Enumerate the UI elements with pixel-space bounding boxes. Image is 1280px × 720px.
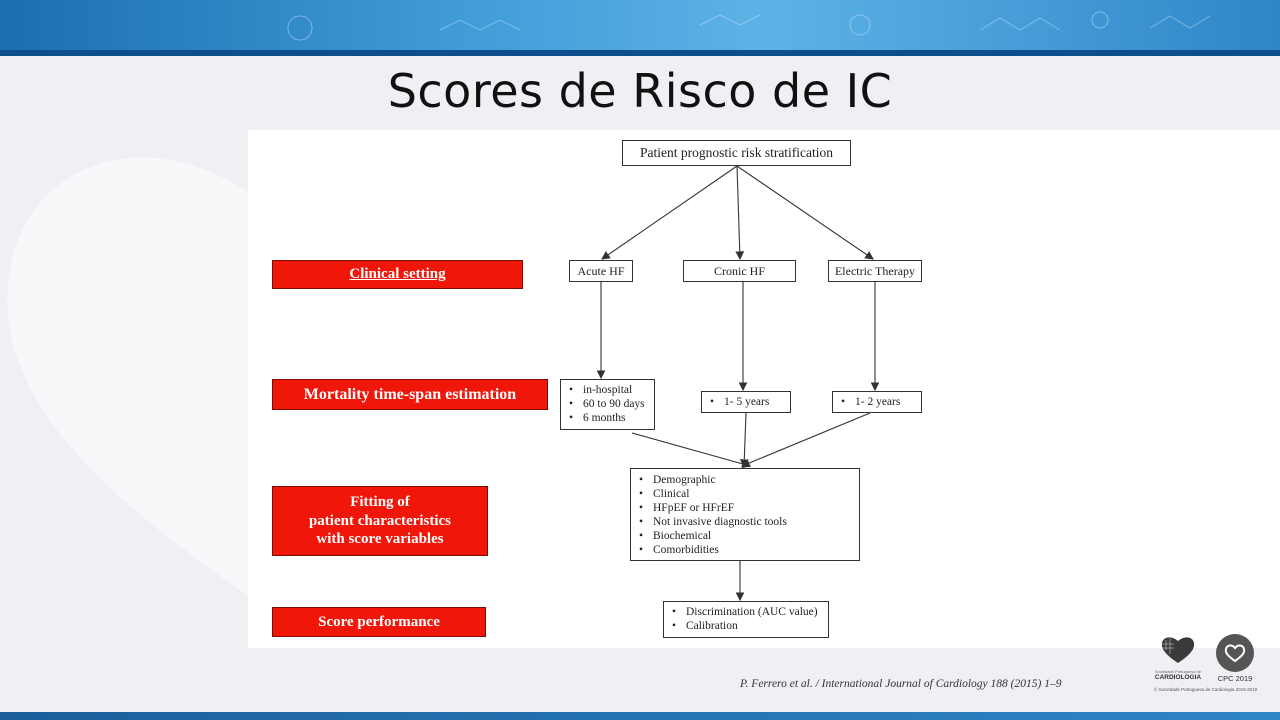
mortality-label: Mortality time-span estimation: [272, 379, 548, 410]
list-item: Demographic: [639, 473, 859, 487]
list-item: Clinical: [639, 487, 859, 501]
cpc-heart-icon: [1216, 634, 1254, 672]
cronic-timespan-node: 1- 5 years: [701, 391, 791, 413]
list-item: Discrimination (AUC value): [672, 605, 828, 619]
header-banner: [0, 0, 1280, 56]
spc-logo-name: CARDIOLOGIA: [1154, 674, 1202, 681]
molecule-pattern-icon: [287, 11, 1211, 41]
characteristics-node: Demographic Clinical HFpEF or HFrEF Not …: [630, 468, 860, 561]
root-node: Patient prognostic risk stratification: [622, 140, 851, 166]
clinical-setting-label: Clinical setting: [272, 260, 523, 289]
header-stripe: [0, 50, 1280, 56]
cpc-logo-name: CPC 2019: [1217, 674, 1253, 683]
list-item: 60 to 90 days: [569, 397, 654, 411]
heart-logo-icon: [1161, 637, 1195, 663]
acute-hf-node: Acute HF: [569, 260, 633, 282]
footer-bar: [0, 712, 1280, 720]
list-item: HFpEF or HFrEF: [639, 501, 859, 515]
list-item: Biochemical: [639, 529, 859, 543]
score-performance-label: Score performance: [272, 607, 486, 637]
list-item: Not invasive diagnostic tools: [639, 515, 859, 529]
cronic-hf-node: Cronic HF: [683, 260, 796, 282]
citation: P. Ferrero et al. / International Journa…: [740, 678, 1062, 690]
list-item: Calibration: [672, 619, 828, 633]
electric-therapy-node: Electric Therapy: [828, 260, 922, 282]
electric-timespan-node: 1- 2 years: [832, 391, 922, 413]
footer-copyright: © Sociedade Portuguesa de Cardiologia 20…: [1154, 687, 1258, 692]
slide-title: Scores de Risco de IC: [387, 64, 893, 118]
spc-logo-subtitle: Sociedade Portuguesa de: [1154, 669, 1202, 674]
list-item: 1- 5 years: [710, 395, 790, 409]
acute-timespan-node: in-hospital 60 to 90 days 6 months: [560, 379, 655, 430]
list-item: 6 months: [569, 411, 654, 425]
cpc-logo: CPC 2019: [1212, 634, 1258, 686]
list-item: in-hospital: [569, 383, 654, 397]
list-item: 1- 2 years: [841, 395, 921, 409]
performance-node: Discrimination (AUC value) Calibration: [663, 601, 829, 638]
fitting-label: Fitting of patient characteristics with …: [272, 486, 488, 556]
spc-logo: Sociedade Portuguesa de CARDIOLOGIA: [1150, 634, 1206, 686]
heart-outline-icon: [1224, 644, 1246, 663]
list-item: Comorbidities: [639, 543, 859, 557]
